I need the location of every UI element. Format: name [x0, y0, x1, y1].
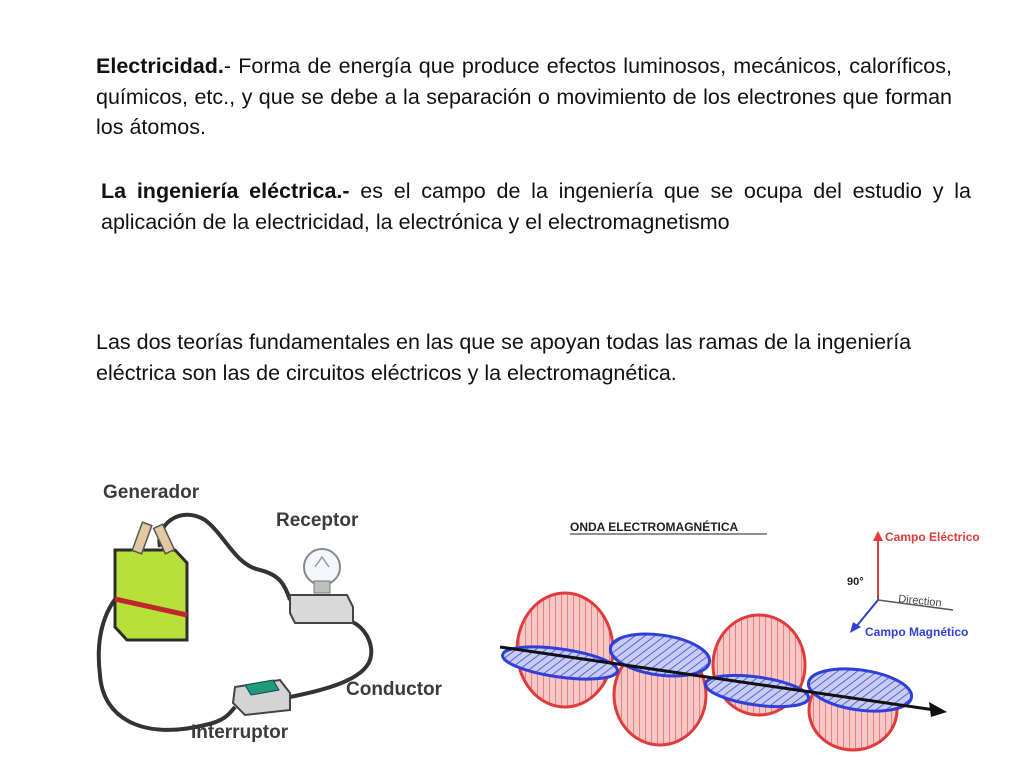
- theories-paragraph: Las dos teorías fundamentales en las que…: [96, 327, 966, 388]
- magnetic-field-wave: [501, 632, 914, 713]
- electricity-text: - Forma de energía que produce efectos l…: [96, 54, 952, 139]
- generator-battery: [113, 521, 189, 642]
- receptor-bulb: [289, 548, 354, 624]
- direction-label: Direction: [898, 593, 942, 609]
- engineering-text: es el campo de la ingeniería que se ocup…: [101, 179, 971, 234]
- electricity-definition: Electricidad.- Forma de energía que prod…: [96, 51, 952, 143]
- electric-field-label: Campo Eléctrico: [885, 530, 980, 544]
- electromagnetic-wave-diagram: ONDA ELECTROMAGNÉTICA Campo Eléctrico Ca…: [499, 519, 980, 752]
- magnetic-field-label: Campo Magnético: [865, 625, 968, 639]
- theories-text: Las dos teorías fundamentales en las que…: [96, 330, 912, 385]
- propagation-arrowhead: [929, 702, 947, 717]
- electricity-term: Electricidad.: [96, 54, 224, 78]
- conductor-label: Conductor: [346, 679, 443, 700]
- circuit-diagram: [96, 512, 374, 732]
- switch-label: Interruptor: [191, 722, 289, 743]
- engineering-term: La ingeniería eléctrica.-: [101, 179, 350, 203]
- receptor-label: Receptor: [276, 510, 359, 531]
- wave-title: ONDA ELECTROMAGNÉTICA: [570, 519, 739, 534]
- generator-label: Generador: [103, 482, 200, 503]
- circuit-wire: [96, 578, 237, 732]
- angle-label: 90°: [847, 576, 864, 588]
- circuit-wire: [289, 618, 374, 699]
- axes-indicator: [850, 531, 954, 633]
- circuit-wire: [157, 512, 292, 601]
- engineering-definition: La ingeniería eléctrica.- es el campo de…: [101, 176, 971, 237]
- propagation-axis: [499, 645, 936, 712]
- switch-device: [231, 678, 291, 717]
